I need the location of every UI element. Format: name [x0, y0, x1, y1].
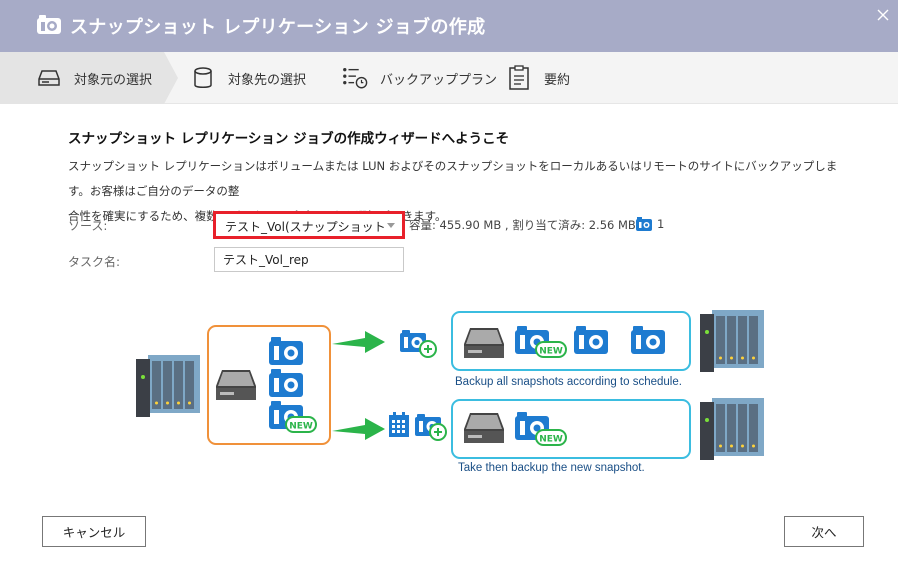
target-box-bottom	[451, 399, 691, 459]
calendar-icon	[389, 412, 409, 437]
snapshot-count: 1	[657, 217, 665, 231]
step-label: バックアッププラン	[380, 72, 498, 88]
wizard-description: スナップショット レプリケーションはボリュームまたは LUN およびそのスナップ…	[68, 154, 838, 229]
source-label: ソース:	[68, 219, 108, 233]
target-box-top	[451, 311, 691, 371]
source-select[interactable]: テスト_Vol(スナップショット共有フ:	[213, 211, 405, 239]
task-name-input[interactable]	[214, 247, 404, 272]
cancel-button[interactable]: キャンセル	[42, 516, 146, 547]
backup-plan-diagram: NEW NEW NEW	[136, 310, 764, 460]
snapshot-icon	[269, 369, 303, 397]
capacity-info: 容量: 455.90 MB , 割り当て済み: 2.56 MB ,	[409, 218, 644, 232]
arrow-bottom-icon	[332, 418, 385, 440]
step-summary[interactable]: 要約	[506, 52, 570, 104]
description-line: スナップショット レプリケーションはボリュームまたは LUN およびそのスナップ…	[68, 159, 838, 198]
source-nas-icon	[136, 355, 200, 417]
add-snapshot-icon	[415, 414, 447, 441]
svg-text:NEW: NEW	[539, 347, 563, 357]
target-nas-icon	[700, 398, 764, 460]
source-box	[207, 325, 331, 445]
volume-hdd-icon	[216, 370, 256, 400]
task-name-label: タスク名:	[68, 255, 121, 269]
new-badge: NEW	[535, 429, 567, 446]
snapshot-replication-icon	[37, 15, 61, 34]
active-step-background	[0, 52, 178, 104]
schedule-list-icon	[342, 65, 368, 91]
target-hdd-icon	[464, 328, 504, 358]
caption-new-snapshot-backup: Take then backup the new snapshot.	[458, 462, 645, 474]
new-badge: NEW	[535, 341, 567, 358]
summary-clipboard-icon	[506, 65, 532, 91]
step-label: 要約	[544, 72, 571, 88]
snapshot-icon	[574, 326, 608, 354]
target-hdd-icon	[464, 413, 504, 443]
title-bar: スナップショット レプリケーション ジョブの作成	[0, 0, 898, 52]
arrow-top-icon	[332, 331, 385, 353]
wizard-heading: スナップショット レプリケーション ジョブの作成ウィザードへようこそ	[68, 131, 510, 147]
snapshot-icon	[636, 217, 652, 231]
caption-schedule-backup: Backup all snapshots according to schedu…	[455, 376, 682, 388]
source-select-value: テスト_Vol(スナップショット共有フ:	[225, 220, 385, 234]
step-backup-plan[interactable]: バックアッププラン	[342, 52, 497, 104]
step-select-destination[interactable]: 対象先の選択	[190, 52, 306, 104]
step-select-source[interactable]: 対象元の選択	[36, 52, 152, 104]
snapshot-icon	[269, 337, 303, 365]
new-badge: NEW	[285, 416, 317, 433]
database-icon	[190, 65, 216, 91]
wizard-steps: 対象元の選択 対象先の選択 バックアッププラン	[0, 52, 898, 104]
step-label: 対象元の選択	[74, 72, 153, 88]
next-button[interactable]: 次へ	[784, 516, 864, 547]
svg-text:NEW: NEW	[539, 435, 563, 445]
step-label: 対象先の選択	[228, 72, 307, 88]
snapshot-icon	[631, 326, 665, 354]
window-title: スナップショット レプリケーション ジョブの作成	[70, 17, 486, 38]
target-nas-icon	[700, 310, 764, 372]
chevron-down-icon	[387, 223, 395, 228]
svg-text:NEW: NEW	[289, 422, 313, 432]
add-snapshot-icon	[400, 330, 437, 358]
nas-drive-icon	[36, 65, 62, 91]
close-icon[interactable]	[874, 6, 892, 24]
